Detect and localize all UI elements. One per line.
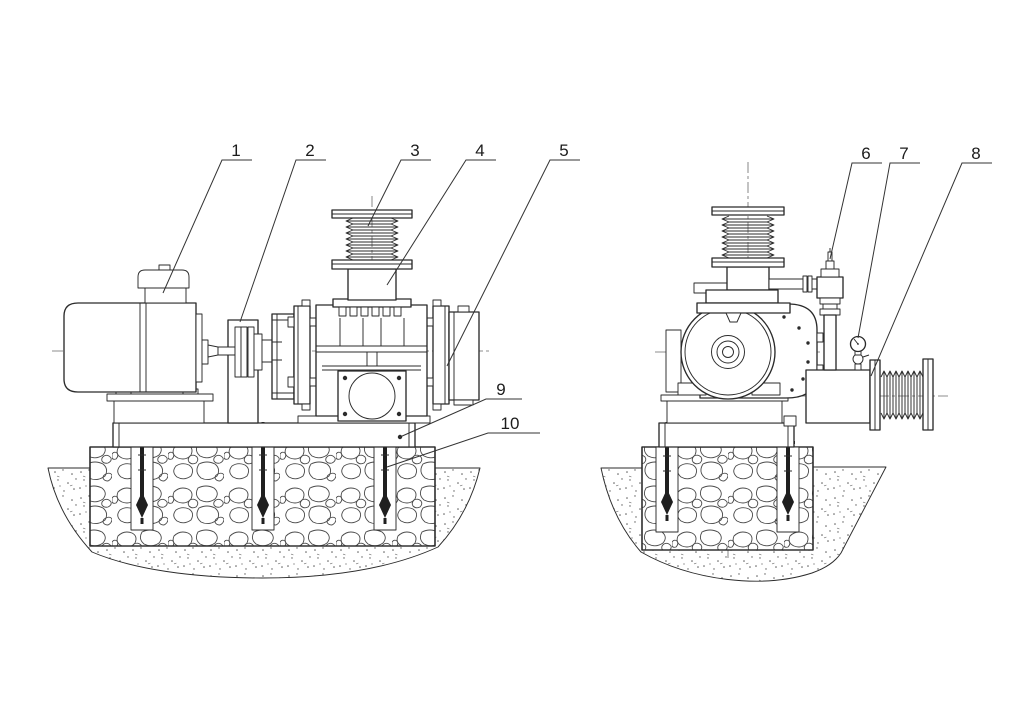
pump-face bbox=[680, 304, 776, 400]
motor bbox=[63, 264, 236, 395]
callout-8: 8 bbox=[870, 144, 992, 377]
terminal-box bbox=[137, 264, 190, 304]
callout-3: 3 bbox=[367, 141, 431, 227]
relief-valve bbox=[816, 248, 844, 371]
relief-valve-pipe bbox=[823, 314, 837, 371]
part-number: 1 bbox=[231, 141, 240, 160]
side-view bbox=[600, 162, 948, 582]
callout-7: 7 bbox=[857, 144, 920, 339]
base-frame-side bbox=[658, 422, 795, 448]
pressure-gauge bbox=[849, 335, 870, 371]
discharge-bellows bbox=[869, 358, 934, 431]
part-number: 5 bbox=[559, 141, 568, 160]
callout-1: 1 bbox=[162, 141, 252, 294]
part-number: 7 bbox=[899, 144, 908, 163]
callout-4: 4 bbox=[386, 141, 496, 286]
part-number: 10 bbox=[501, 414, 520, 433]
part-number: 3 bbox=[410, 141, 419, 160]
callout-5: 5 bbox=[446, 141, 580, 367]
ground-front bbox=[47, 467, 481, 579]
callout-10: 10 bbox=[386, 414, 540, 468]
part-number: 6 bbox=[861, 144, 870, 163]
base-frame-front bbox=[112, 422, 416, 448]
gear-housing bbox=[448, 305, 480, 406]
part-number: 2 bbox=[305, 141, 314, 160]
inlet-bellows-side bbox=[711, 206, 785, 268]
callout-9: 9 bbox=[397, 380, 522, 440]
discharge-port bbox=[337, 370, 407, 422]
coupling bbox=[234, 326, 273, 378]
inlet-connector bbox=[332, 268, 412, 317]
inlet-bellows bbox=[331, 209, 413, 270]
motor-body bbox=[63, 302, 197, 393]
motor-mount bbox=[106, 393, 214, 424]
side-plate-left bbox=[287, 299, 317, 411]
callouts: 1 2 3 4 5 6 7 8 bbox=[162, 141, 992, 468]
front-view bbox=[47, 196, 490, 579]
motor-shaft bbox=[201, 339, 236, 365]
part-number: 9 bbox=[496, 380, 505, 399]
callout-6: 6 bbox=[829, 144, 882, 260]
part-number: 8 bbox=[971, 144, 980, 163]
part-number: 4 bbox=[475, 141, 484, 160]
ground-side bbox=[600, 466, 887, 582]
callout-2: 2 bbox=[239, 141, 326, 323]
